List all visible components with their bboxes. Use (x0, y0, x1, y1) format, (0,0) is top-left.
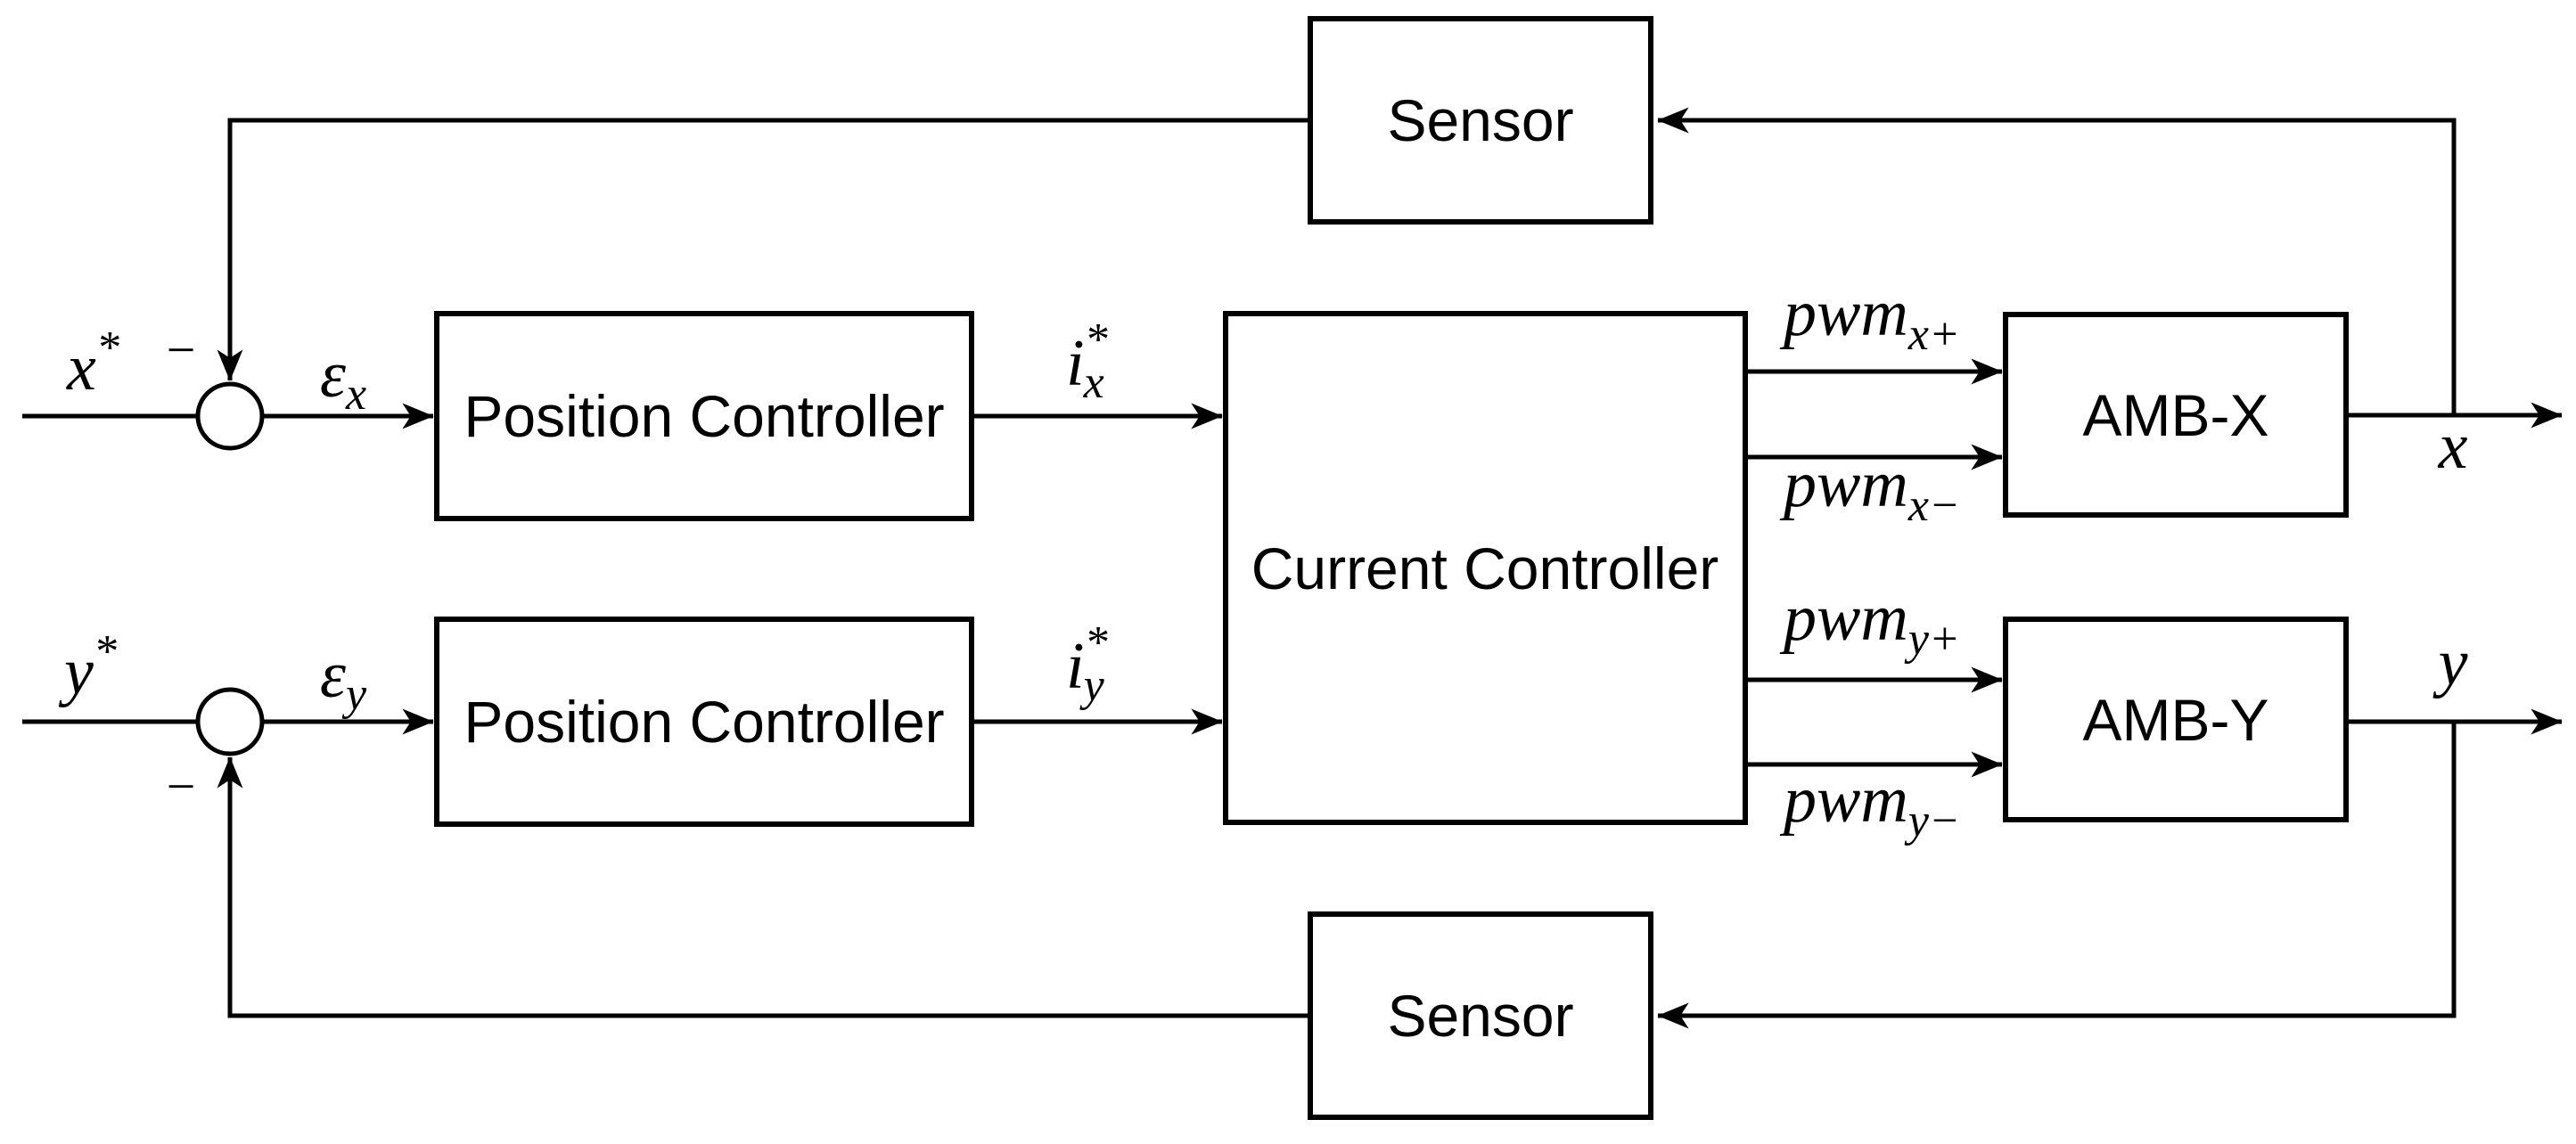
block-current-controller: Current Controller (1223, 311, 1748, 825)
block-position-controller-x-label: Position Controller (464, 383, 944, 449)
wires (22, 107, 2563, 1029)
label-pwm-y-plus: pwmy+ (1779, 582, 1960, 665)
wire-y-feedback (1657, 722, 2457, 1029)
label-output-y: y (2432, 626, 2468, 699)
block-sensor-top: Sensor (1308, 16, 1653, 225)
block-current-controller-label: Current Controller (1251, 535, 1719, 601)
label-output-x: x (2438, 410, 2468, 483)
block-sensor-bottom: Sensor (1308, 911, 1653, 1120)
label-minus-y: − (167, 757, 196, 815)
block-sensor-bottom-label: Sensor (1387, 983, 1573, 1049)
block-sensor-top-label: Sensor (1387, 87, 1573, 153)
label-minus-x: − (167, 321, 196, 379)
block-position-controller-x: Position Controller (434, 311, 974, 521)
label-current-reference-x: i*x (1066, 315, 1108, 408)
wire-sensor-bottom-to-junction (217, 756, 1310, 1018)
block-position-controller-y-label: Position Controller (464, 689, 944, 755)
label-pwm-x-plus: pwmx+ (1779, 277, 1960, 360)
block-position-controller-y: Position Controller (434, 617, 974, 827)
summing-junction-x (195, 381, 265, 451)
label-error-y: εy (320, 639, 367, 720)
label-error-x: εx (320, 339, 366, 420)
label-current-reference-y: i*y (1066, 617, 1108, 711)
label-y-reference: y* (58, 626, 117, 708)
block-amb-y-label: AMB-Y (2082, 687, 2268, 753)
block-amb-x-label: AMB-X (2082, 382, 2268, 448)
block-amb-x: AMB-X (2003, 312, 2349, 518)
wire-x-feedback (1657, 107, 2457, 415)
summing-junction-y (195, 687, 265, 756)
label-pwm-x-minus: pwmx− (1779, 448, 1960, 531)
block-amb-y: AMB-Y (2003, 617, 2349, 822)
wire-sensor-top-to-junction (217, 118, 1310, 381)
label-x-reference: x* (66, 323, 119, 404)
label-pwm-y-minus: pwmy− (1779, 764, 1960, 846)
